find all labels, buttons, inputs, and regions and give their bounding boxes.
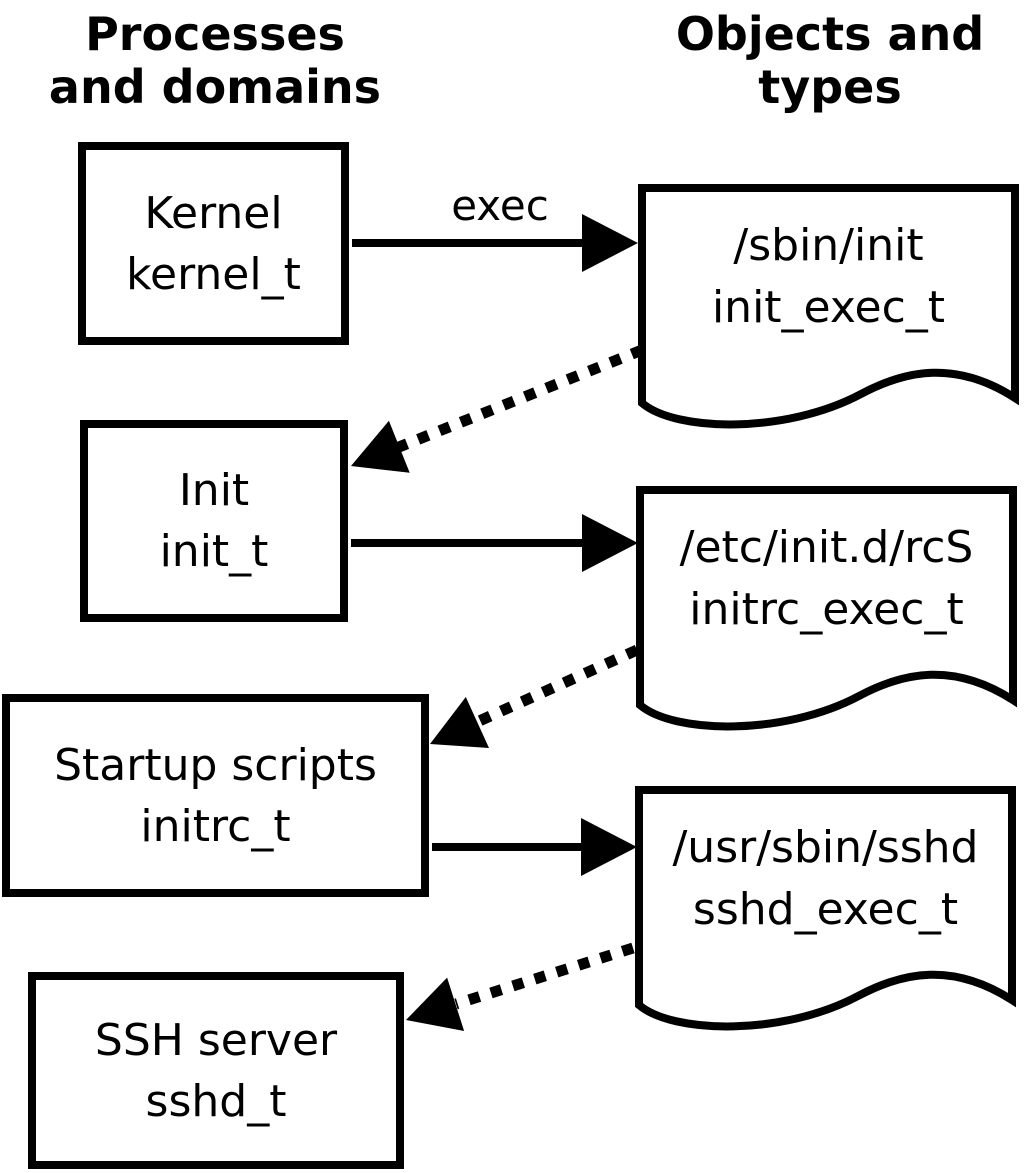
dotted-arrow-etc-initd-rcs-to-startup-scripts	[430, 644, 640, 748]
solid-arrow-init-to-etc-initd-rcs	[351, 514, 638, 572]
process-box-init: Init init_t	[80, 420, 348, 622]
header-line: and domains	[48, 60, 382, 114]
object-type: sshd_exec_t	[692, 884, 959, 935]
process-name: SSH server	[94, 1014, 338, 1066]
process-domain-type: sshd_t	[145, 1075, 287, 1127]
header-line: Processes	[85, 7, 345, 61]
process-name: Startup scripts	[54, 739, 377, 791]
document-sbin-init: /sbin/init init_exec_t	[636, 184, 1021, 434]
object-path: /usr/sbin/sshd	[672, 822, 979, 873]
process-box-ssh-server: SSH server sshd_t	[28, 972, 404, 1169]
process-domain-type: kernel_t	[126, 248, 301, 300]
document-usr-sbin-sshd: /usr/sbin/sshd sshd_exec_t	[633, 786, 1018, 1036]
object-type: initrc_exec_t	[689, 584, 964, 635]
header-line: Objects and	[675, 7, 985, 61]
process-domain-type: initrc_t	[140, 800, 291, 852]
header-line: types	[758, 60, 902, 114]
process-name: Init	[178, 465, 250, 516]
process-name: Kernel	[144, 187, 283, 239]
process-box-kernel: Kernel kernel_t	[78, 142, 349, 345]
object-path: /etc/init.d/rcS	[679, 522, 974, 573]
document-etc-initd-rcs: /etc/init.d/rcS initrc_exec_t	[634, 486, 1019, 736]
exec-arrow-label: exec	[451, 181, 549, 230]
dotted-arrow-sbin-init-to-init	[351, 344, 645, 473]
object-type: init_exec_t	[711, 282, 946, 333]
solid-arrow-startup-scripts-to-usr-sbin-sshd	[432, 818, 637, 876]
dotted-arrow-usr-sbin-sshd-to-ssh-server	[406, 942, 635, 1031]
document-shape-icon	[636, 486, 1017, 731]
document-shape-icon	[638, 184, 1019, 429]
column-header-processes-and-domains: Processes and domains	[30, 8, 400, 114]
process-domain-type: init_t	[159, 526, 269, 577]
column-header-objects-and-types: Objects and types	[645, 8, 1015, 114]
process-box-startup-scripts: Startup scripts initrc_t	[2, 694, 429, 897]
document-shape-icon	[635, 786, 1016, 1031]
object-path: /sbin/init	[733, 220, 924, 271]
